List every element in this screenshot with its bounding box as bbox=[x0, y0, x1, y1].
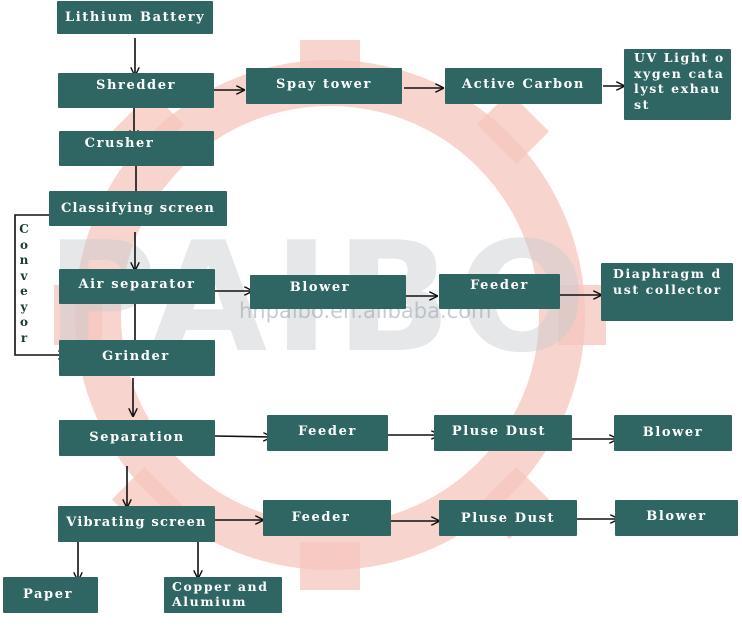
node-feeder-1: Feeder bbox=[439, 274, 560, 309]
node-diaphragm: Diaphragm dust collector bbox=[601, 263, 733, 321]
node-blower-1: Blower bbox=[250, 275, 406, 309]
node-pluse-dust-2: Pluse Dust bbox=[439, 500, 577, 536]
node-feeder-2: Feeder bbox=[267, 415, 388, 451]
node-vibrating-screen: Vibrating screen bbox=[58, 506, 215, 542]
node-separation: Separation bbox=[59, 420, 215, 456]
node-shredder: Shredder bbox=[58, 73, 214, 108]
node-air-separator: Air separator bbox=[59, 269, 215, 304]
node-active-carbon: Active Carbon bbox=[445, 68, 602, 104]
node-uv-light: UV Light oxygen catalyst exhaust bbox=[624, 49, 731, 120]
conveyor-label: Conveyor bbox=[19, 222, 29, 345]
node-copper-aluminum: Copper and Alumium bbox=[164, 577, 282, 613]
node-paper: Paper bbox=[3, 577, 98, 613]
node-crusher: Crusher bbox=[59, 131, 214, 166]
node-blower-2: Blower bbox=[614, 415, 732, 451]
node-feeder-3: Feeder bbox=[263, 500, 391, 536]
node-pluse-dust-1: Pluse Dust bbox=[434, 415, 572, 451]
node-classifying-screen: Classifying screen bbox=[49, 191, 227, 226]
node-grinder: Grinder bbox=[59, 340, 215, 376]
node-blower-3: Blower bbox=[615, 500, 738, 536]
node-lithium-battery: Lithium Battery bbox=[57, 1, 213, 34]
node-spay-tower: Spay tower bbox=[246, 68, 402, 104]
arrow-conveyor-return bbox=[14, 214, 66, 355]
arrow-separation-feeder bbox=[214, 436, 271, 437]
